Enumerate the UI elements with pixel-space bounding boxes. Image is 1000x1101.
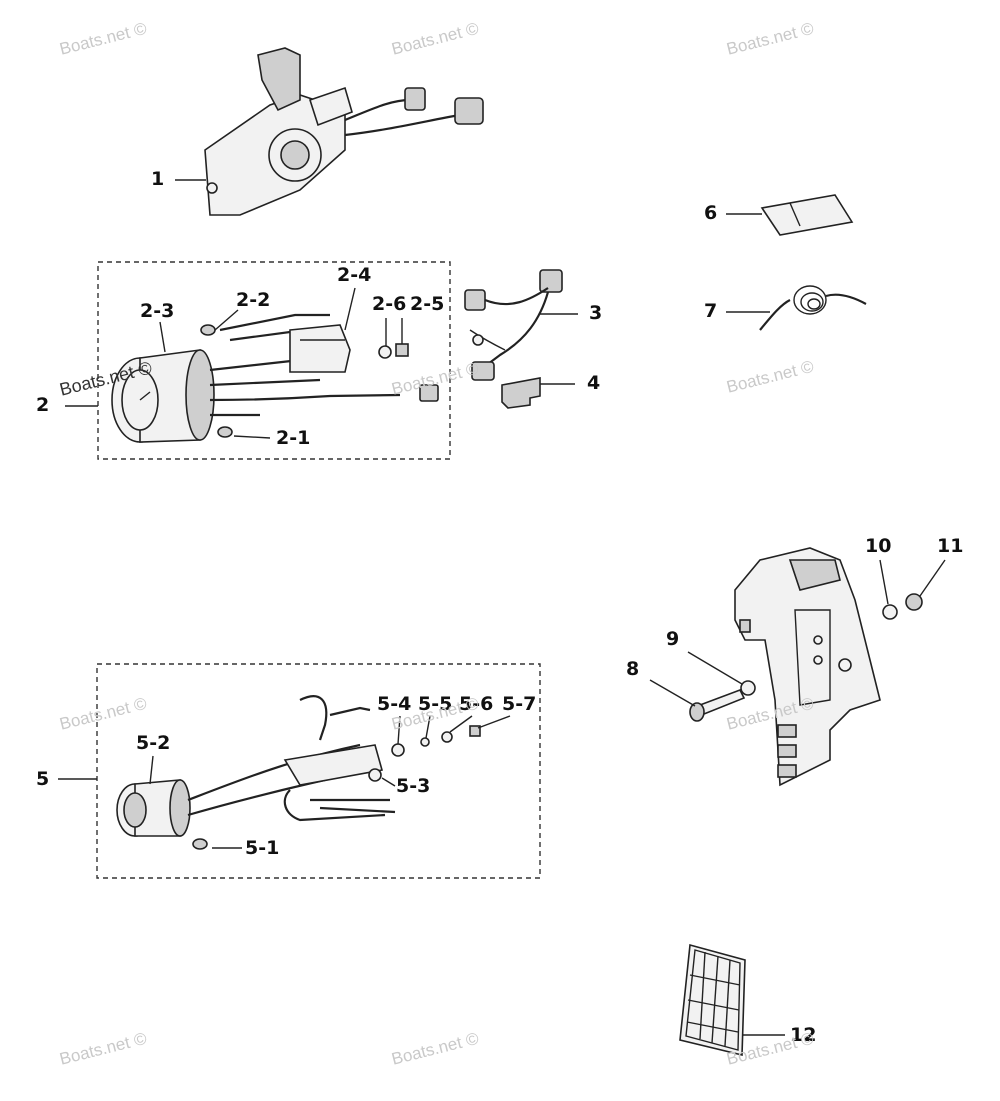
part-10-washer	[882, 604, 898, 620]
kit-box-5	[96, 663, 541, 879]
callout-1: 1	[151, 168, 165, 190]
callout-11: 11	[937, 535, 964, 557]
callout-6: 6	[704, 202, 718, 224]
callout-4: 4	[587, 372, 601, 394]
callout-12: 12	[790, 1024, 817, 1046]
callout-2-2: 2-2	[236, 289, 271, 311]
callout-2-6: 2-6	[372, 293, 407, 315]
callout-9: 9	[666, 628, 680, 650]
leader-5-2	[149, 755, 154, 785]
callout-2-1: 2-1	[276, 427, 311, 449]
callout-2: 2	[36, 394, 50, 416]
part-9-washer	[740, 680, 756, 696]
callout-5-3: 5-3	[396, 775, 431, 797]
part-7-coil	[759, 285, 867, 331]
callout-2-4: 2-4	[337, 264, 372, 286]
leader-2-1	[233, 435, 271, 439]
leader-5-3	[381, 777, 396, 787]
part-1-remote-control	[204, 47, 484, 216]
leader-2-4	[344, 287, 356, 331]
callout-2-3: 2-3	[140, 300, 175, 322]
callout-8: 8	[626, 658, 640, 680]
callout-5: 5	[36, 768, 50, 790]
part-8-bolt	[689, 688, 746, 722]
callout-7: 7	[704, 300, 718, 322]
leader-5-6	[449, 715, 473, 733]
leader-2-3	[159, 321, 166, 353]
leader-8	[649, 679, 696, 707]
callout-5-6: 5-6	[459, 693, 494, 715]
kit-box-2	[97, 261, 451, 460]
callout-5-2: 5-2	[136, 732, 171, 754]
callout-5-1: 5-1	[245, 837, 280, 859]
callout-5-4: 5-4	[377, 693, 412, 715]
part-11-nut	[905, 593, 923, 611]
callout-10: 10	[865, 535, 892, 557]
part-bracket	[734, 547, 881, 787]
leader-2-2	[214, 309, 239, 331]
part-5-gauge	[116, 695, 481, 850]
part-3-harness	[464, 269, 563, 381]
callout-5-7: 5-7	[502, 693, 537, 715]
leader-5-4	[397, 715, 401, 745]
part-6-plate	[760, 194, 854, 236]
part-12-grille	[679, 943, 746, 1057]
leader-10	[879, 559, 889, 605]
leader-5-5	[425, 715, 431, 739]
leader-9	[687, 651, 743, 685]
callout-5-5: 5-5	[418, 693, 453, 715]
part-2-gauge	[111, 313, 439, 443]
callout-3: 3	[589, 302, 603, 324]
leader-11	[919, 559, 946, 597]
leader-5-7	[477, 715, 511, 729]
callout-2-5: 2-5	[410, 293, 445, 315]
part-4-clip	[501, 377, 541, 409]
